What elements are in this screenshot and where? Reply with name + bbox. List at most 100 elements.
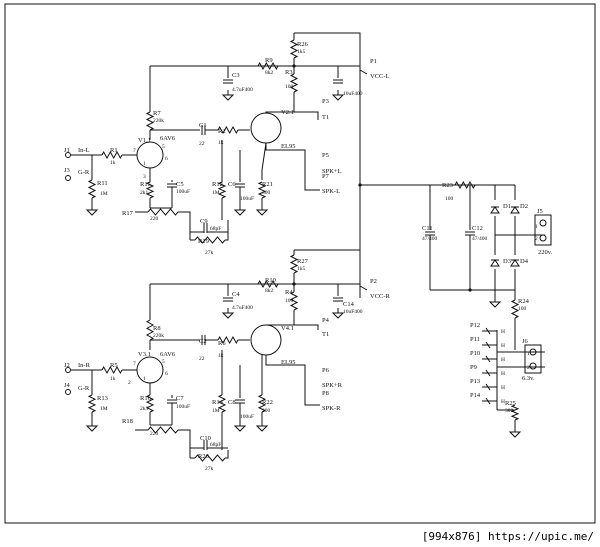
label-r8: R8	[153, 325, 161, 332]
label-r10: R10	[265, 277, 276, 284]
resistor	[289, 254, 299, 274]
label-pin7: 7	[133, 148, 136, 154]
label-r2: R2	[218, 128, 226, 135]
resistor	[289, 39, 299, 59]
resistor	[147, 426, 179, 434]
label-r21: R21	[262, 181, 273, 188]
label-v63: 6.3v.	[522, 375, 535, 382]
label-r17v: 220	[150, 216, 159, 222]
label-p8: P8	[322, 390, 329, 397]
label-j6: J6	[522, 338, 529, 345]
wire	[266, 310, 295, 326]
label-c7: C7	[176, 395, 184, 402]
label-c12: C12	[472, 225, 483, 232]
input-jack	[65, 152, 71, 158]
wire	[225, 220, 229, 241]
label-r19v: 27k	[205, 250, 214, 256]
resistor	[257, 394, 267, 413]
label-r22: R22	[262, 399, 273, 406]
label-r18: R18	[122, 418, 133, 425]
resistor	[257, 181, 267, 199]
resistor	[217, 394, 227, 413]
label-c10: C10	[200, 435, 211, 442]
ground-symbol	[85, 209, 99, 216]
label-j5: J5	[537, 208, 543, 215]
label-spkl2: SPK-L	[322, 188, 340, 195]
label-r20: R20	[198, 453, 209, 460]
label-r15v: 2k1	[140, 190, 149, 196]
pin-marker	[485, 327, 491, 335]
label-r6: R6	[218, 340, 226, 347]
resistor	[217, 335, 239, 345]
components	[65, 39, 552, 462]
label-pin1: 1	[143, 161, 146, 167]
label-p13: P13	[470, 378, 480, 385]
label-r18v: 220	[150, 431, 159, 437]
label-c8v: 100uF	[240, 414, 254, 420]
resistor	[454, 180, 476, 190]
wire	[265, 143, 320, 191]
terminal	[539, 234, 547, 242]
label-r24v: 100	[518, 306, 527, 312]
label-r1: R1	[110, 147, 118, 154]
label-spkl1: SPK+L	[322, 168, 342, 175]
diode-body	[510, 259, 520, 267]
label-r19: R19	[198, 238, 209, 245]
wire	[225, 450, 229, 459]
label-c8: C8	[228, 399, 236, 406]
label-r16v: 2k3	[140, 406, 149, 412]
ground-symbol	[331, 94, 345, 101]
label-inr: In-R	[78, 362, 91, 369]
label-p9: P9	[470, 364, 477, 371]
label-c5: C5	[176, 181, 184, 188]
ground-symbol	[85, 425, 99, 432]
label-c11: C11	[422, 225, 433, 232]
label-j3: J3	[64, 167, 70, 174]
wire	[178, 211, 191, 232]
label-c6: C6	[228, 181, 236, 188]
wire	[261, 142, 267, 180]
label-p6: P6	[322, 367, 330, 374]
label-p7: P7	[322, 173, 330, 180]
label-r10v: 8k2	[265, 288, 274, 294]
label-d1: D1	[503, 203, 511, 210]
resistor	[289, 291, 299, 311]
ground-symbol	[233, 425, 247, 432]
label-p5: P5	[322, 152, 329, 159]
page-border	[4, 3, 596, 524]
wire	[270, 324, 319, 330]
label-ecc2: 6AV6	[160, 351, 176, 358]
label-c1bv: 22	[199, 141, 205, 147]
label-r9: R9	[265, 57, 273, 64]
label-pin2: 2	[527, 365, 530, 371]
resistor	[257, 61, 279, 71]
input-jack	[65, 175, 71, 181]
terminal	[529, 362, 537, 370]
label-vccr: VCC-R	[370, 293, 391, 300]
label-r4v: 100	[285, 298, 294, 304]
resistor	[289, 73, 299, 93]
resistor	[101, 365, 123, 375]
label-c6v: 100uF	[240, 196, 254, 202]
label-pin1: 1	[535, 224, 538, 230]
wire	[178, 429, 191, 448]
label-c14: C14	[343, 301, 355, 308]
label-p4: P4	[322, 317, 330, 324]
label-c2v: 22	[199, 356, 205, 362]
label-p14: P14	[470, 392, 481, 399]
label-r14: R14	[212, 399, 224, 406]
label-pin3: 3	[143, 174, 146, 180]
ground-symbol	[221, 94, 235, 101]
label-r5: R5	[110, 362, 118, 369]
label-r5v: 1k	[110, 376, 116, 382]
label-vccl: VCC-L	[370, 73, 390, 80]
junction-dot	[358, 183, 362, 187]
vacuum-tube	[250, 324, 282, 356]
label-c1v: 10uF400	[343, 91, 363, 97]
label-h: H	[501, 385, 505, 391]
label-gr: G-R	[78, 385, 90, 392]
resistor	[147, 208, 179, 216]
diode-body	[490, 206, 500, 214]
label-r17: R17	[122, 210, 134, 217]
label-pin1: 1	[527, 351, 530, 357]
